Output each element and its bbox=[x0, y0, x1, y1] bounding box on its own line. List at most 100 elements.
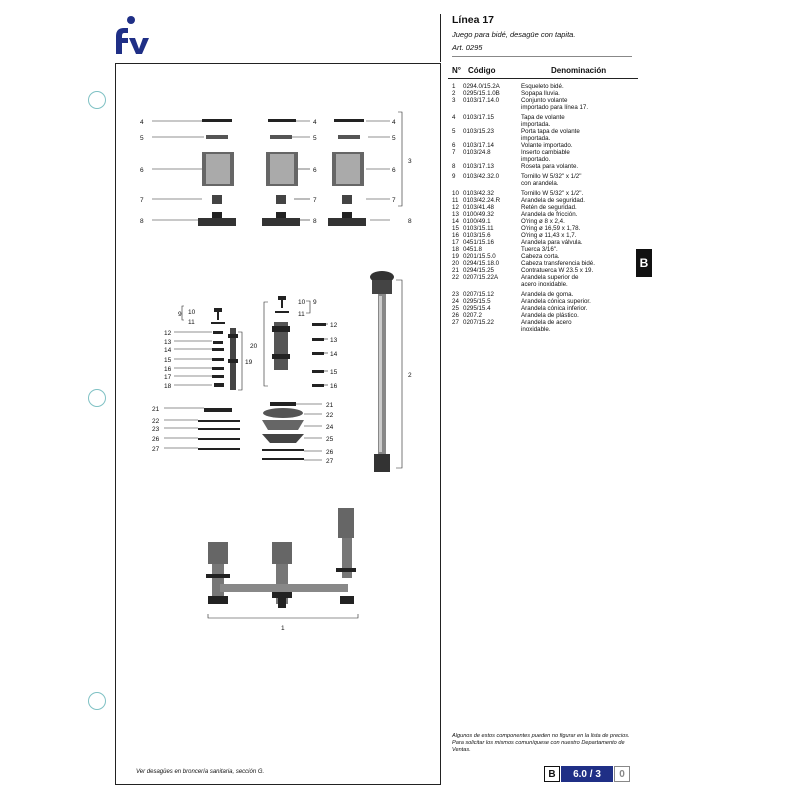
part-code: 0103/42.32 bbox=[463, 190, 494, 197]
part-code: 0207/15.12 bbox=[463, 291, 494, 298]
header-divider bbox=[440, 14, 441, 62]
part-number: 7 bbox=[452, 149, 456, 156]
svg-text:22: 22 bbox=[326, 412, 334, 419]
handle-assembly-right bbox=[328, 119, 366, 226]
svg-text:8: 8 bbox=[408, 218, 412, 225]
svg-text:15: 15 bbox=[164, 357, 172, 364]
part-name: Inserto cambiable importado. bbox=[521, 149, 570, 163]
svg-text:4: 4 bbox=[392, 119, 396, 126]
table-header-rule bbox=[448, 78, 638, 79]
part-number: 8 bbox=[452, 163, 456, 170]
svg-text:7: 7 bbox=[392, 197, 396, 204]
part-name: Roseta para volante. bbox=[521, 163, 579, 170]
part-code: 0103/42.24.R bbox=[463, 197, 501, 204]
part-code: 0103/17.14.0 bbox=[463, 97, 500, 104]
part-name: Arandela cónica inferior. bbox=[521, 305, 588, 312]
svg-text:10: 10 bbox=[298, 299, 306, 306]
part-number: 23 bbox=[452, 291, 459, 298]
svg-text:26: 26 bbox=[152, 436, 160, 443]
part-code: 0207/15.22 bbox=[463, 319, 494, 326]
part-name: O'ring ø 11,43 x 1,7. bbox=[521, 232, 577, 239]
part-number: 3 bbox=[452, 97, 456, 104]
article-number: Art. 0295 bbox=[452, 43, 483, 52]
part-name: Arandela de acero inoxidable. bbox=[521, 319, 572, 333]
footnote-drain-reference: Ver desagües en broncería sanitaria, sec… bbox=[136, 769, 265, 775]
svg-text:13: 13 bbox=[330, 337, 338, 344]
part-number: 27 bbox=[452, 319, 459, 326]
svg-text:3: 3 bbox=[408, 158, 412, 165]
part-number: 9 bbox=[452, 173, 456, 180]
svg-text:6: 6 bbox=[392, 167, 396, 174]
part-code: 0103/42.32.0 bbox=[463, 173, 500, 180]
part-code: 0451.8 bbox=[463, 246, 482, 253]
part-code: 0103/15.23 bbox=[463, 128, 494, 135]
svg-text:1: 1 bbox=[281, 625, 285, 632]
part-name: Sopapa lluvia. bbox=[521, 90, 560, 97]
svg-text:25: 25 bbox=[326, 436, 334, 443]
table-row: 19 0201/15.5.0 Cabeza corta. bbox=[452, 253, 638, 260]
page-number-box: 6.0 / 3 bbox=[561, 766, 613, 782]
col-header-no: N° bbox=[452, 66, 461, 75]
table-row: 7 0103/24.8 Inserto cambiable importado. bbox=[452, 149, 638, 163]
svg-text:15: 15 bbox=[330, 369, 338, 376]
callout-numbers: 4 5 6 7 8 4 5 6 7 8 4 5 6 7 8 3 9 10 11 … bbox=[140, 119, 412, 632]
part-code: 0103/24.8 bbox=[463, 149, 491, 156]
svg-text:14: 14 bbox=[330, 351, 338, 358]
svg-text:21: 21 bbox=[152, 406, 160, 413]
part-number: 14 bbox=[452, 218, 459, 225]
part-code: 0100/49.32 bbox=[463, 211, 494, 218]
svg-text:19: 19 bbox=[245, 359, 253, 366]
svg-text:18: 18 bbox=[164, 383, 172, 390]
part-name: Cabeza transferencia bidé. bbox=[521, 260, 595, 267]
svg-text:17: 17 bbox=[164, 374, 172, 381]
handle-assembly-center bbox=[262, 119, 300, 226]
part-number: 18 bbox=[452, 246, 459, 253]
part-number: 11 bbox=[452, 197, 459, 204]
table-row: 21 0294/15.25 Contratuerca W 23.5 x 19. bbox=[452, 267, 638, 274]
part-code: 0207.2 bbox=[463, 312, 482, 319]
part-code: 0103/15.6 bbox=[463, 232, 491, 239]
part-name: Cabeza corta. bbox=[521, 253, 560, 260]
part-number: 1 bbox=[452, 83, 456, 90]
svg-text:8: 8 bbox=[313, 218, 317, 225]
part-number: 19 bbox=[452, 253, 459, 260]
part-number: 4 bbox=[452, 114, 456, 121]
part-code: 0201/15.5.0 bbox=[463, 253, 496, 260]
section-tab: B bbox=[636, 249, 652, 277]
part-code: 0294/15.25 bbox=[463, 267, 494, 274]
page-section-box: B bbox=[544, 766, 560, 782]
part-number: 12 bbox=[452, 204, 459, 211]
svg-text:22: 22 bbox=[152, 418, 160, 425]
svg-text:13: 13 bbox=[164, 339, 172, 346]
part-number: 17 bbox=[452, 239, 459, 246]
price-list-note: Algunos de estos componentes pueden no f… bbox=[452, 733, 630, 753]
washer-stack-center bbox=[262, 402, 304, 460]
part-number: 24 bbox=[452, 298, 459, 305]
binder-hole bbox=[88, 692, 106, 710]
svg-text:27: 27 bbox=[326, 458, 334, 465]
svg-text:7: 7 bbox=[313, 197, 317, 204]
col-header-code: Código bbox=[468, 66, 496, 75]
part-name: Contratuerca W 23.5 x 19. bbox=[521, 267, 594, 274]
svg-text:23: 23 bbox=[152, 426, 160, 433]
binder-hole bbox=[88, 389, 106, 407]
svg-text:14: 14 bbox=[164, 347, 172, 354]
part-number: 26 bbox=[452, 312, 459, 319]
svg-text:7: 7 bbox=[140, 197, 144, 204]
page-suffix-box: 0 bbox=[614, 766, 630, 782]
part-number: 21 bbox=[452, 267, 459, 274]
part-number: 22 bbox=[452, 274, 459, 281]
part-code: 0295/15.1.0B bbox=[463, 90, 500, 97]
svg-text:16: 16 bbox=[330, 383, 338, 390]
